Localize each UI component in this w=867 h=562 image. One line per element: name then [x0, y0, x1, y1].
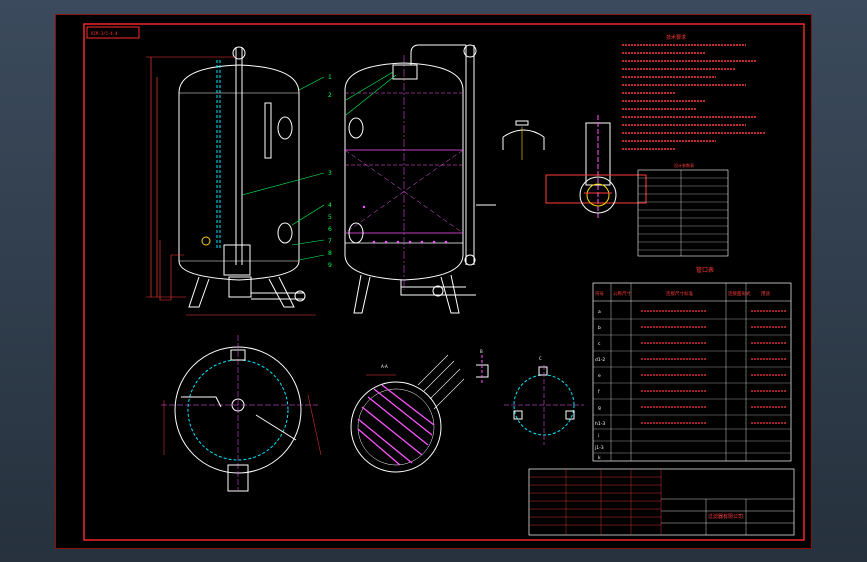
- drawing-sheet: RIM-3/5-4-4: [55, 14, 812, 549]
- code-tag-text: RIM-3/5-4-4: [91, 31, 118, 36]
- vessel-front-elevation: [146, 46, 325, 316]
- part-label-2: 2: [328, 92, 332, 99]
- nozzle-table: 管口表 符号 公称尺寸 连接尺寸标准 连接面形式 用途 a b c d1-2 e…: [592, 266, 792, 462]
- cad-drawing: RIM-3/5-4-4: [83, 23, 805, 541]
- nozzle-symbols: a b c d1-2 e f g h1-3 i j1-3 k: [594, 310, 605, 461]
- view-label-aa: A-A: [381, 364, 388, 369]
- nozzle-sym-e: e: [598, 374, 601, 379]
- design-table-title: 设计参数表: [674, 162, 694, 168]
- nozzle-sym-g: g: [598, 406, 601, 411]
- nozzle-sym-i: i: [598, 433, 599, 439]
- nozzle-header-size: 公称尺寸: [613, 290, 631, 297]
- title-block: 过滤器有限公司: [528, 468, 795, 536]
- design-parameter-table: 设计参数表: [637, 162, 729, 257]
- part-label-1: 1: [328, 74, 332, 81]
- nozzle-title: 管口表: [696, 266, 714, 274]
- code-tag-box: [86, 26, 140, 39]
- nozzle-header-face: 连接面形式: [728, 290, 751, 297]
- nozzle-header-standard: 连接尺寸标准: [666, 290, 693, 297]
- distributor-plate-view: [350, 354, 465, 473]
- part-label-8: 8: [328, 250, 332, 257]
- view-labels: A-A B C: [381, 349, 542, 369]
- part-label-7: 7: [328, 238, 332, 245]
- nozzle-sym-d: d1-2: [595, 357, 605, 363]
- part-label-5: 5: [328, 214, 332, 221]
- nozzle-header-symbol: 符号: [595, 290, 604, 297]
- detail-views: [502, 115, 647, 220]
- company-name: 过滤器有限公司: [708, 513, 743, 520]
- nozzle-sym-a: a: [598, 310, 601, 315]
- vessel-plan-view: [161, 335, 322, 492]
- view-label-c: C: [539, 356, 542, 361]
- part-label-6: 6: [328, 226, 332, 233]
- nozzle-sym-c: c: [598, 342, 601, 347]
- vessel-section-view: [344, 44, 496, 314]
- nozzle-sym-b: b: [598, 325, 601, 331]
- nozzle-sym-f: f: [598, 389, 600, 395]
- technical-requirements: 技术要求: [622, 34, 766, 150]
- part-label-4: 4: [328, 202, 332, 209]
- support-details: [476, 355, 584, 445]
- part-label-9: 9: [328, 262, 332, 269]
- nozzle-sym-j: j1-3: [594, 445, 604, 451]
- nozzle-header-use: 用途: [761, 290, 770, 297]
- part-number-labels: 1 2 3 4 5 6 7 8 9: [328, 74, 332, 269]
- title-frame: [83, 23, 805, 541]
- nozzle-sym-k: k: [598, 455, 601, 461]
- tech-title: 技术要求: [666, 34, 686, 41]
- part-label-3: 3: [328, 170, 332, 177]
- view-label-b: B: [480, 349, 483, 354]
- nozzle-sym-h: h1-3: [595, 421, 605, 427]
